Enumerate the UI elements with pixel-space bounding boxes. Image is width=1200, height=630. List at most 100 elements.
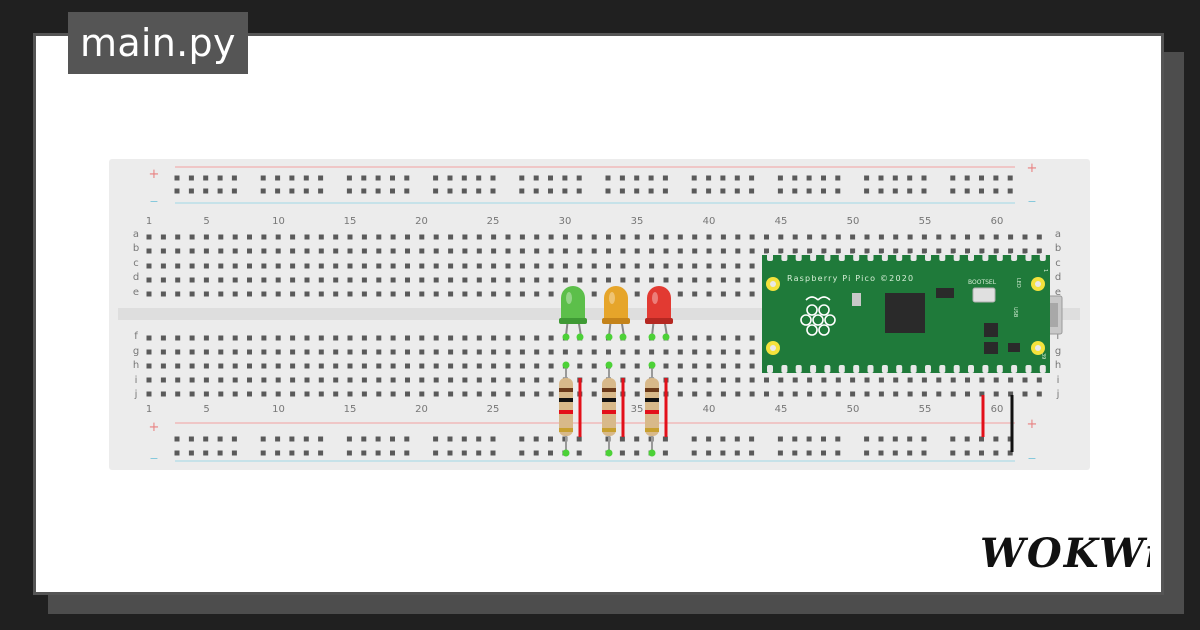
- breadboard-hole[interactable]: [146, 363, 152, 369]
- breadboard-hole[interactable]: [175, 377, 181, 383]
- breadboard-hole[interactable]: [735, 363, 741, 369]
- led-green[interactable]: [559, 286, 587, 341]
- breadboard-hole[interactable]: [979, 391, 985, 397]
- breadboard-hole[interactable]: [361, 188, 367, 194]
- breadboard-hole[interactable]: [433, 391, 439, 397]
- breadboard-hole[interactable]: [318, 391, 324, 397]
- breadboard-hole[interactable]: [218, 363, 224, 369]
- breadboard-hole[interactable]: [490, 450, 496, 456]
- breadboard-hole[interactable]: [203, 335, 209, 341]
- breadboard-hole[interactable]: [261, 263, 267, 269]
- breadboard-hole[interactable]: [231, 450, 237, 456]
- breadboard-hole[interactable]: [218, 349, 224, 355]
- breadboard-hole[interactable]: [950, 175, 956, 181]
- breadboard-hole[interactable]: [390, 291, 396, 297]
- breadboard-hole[interactable]: [203, 291, 209, 297]
- breadboard-hole[interactable]: [347, 234, 353, 240]
- breadboard-hole[interactable]: [577, 363, 583, 369]
- breadboard-hole[interactable]: [921, 450, 927, 456]
- breadboard-hole[interactable]: [146, 248, 152, 254]
- breadboard-hole[interactable]: [448, 291, 454, 297]
- breadboard-hole[interactable]: [217, 175, 223, 181]
- breadboard-hole[interactable]: [677, 291, 683, 297]
- breadboard-hole[interactable]: [634, 291, 640, 297]
- breadboard-hole[interactable]: [490, 175, 496, 181]
- breadboard-hole[interactable]: [476, 335, 482, 341]
- breadboard-hole[interactable]: [333, 391, 339, 397]
- breadboard-hole[interactable]: [260, 188, 266, 194]
- breadboard-hole[interactable]: [1022, 377, 1028, 383]
- breadboard-hole[interactable]: [419, 377, 425, 383]
- breadboard-hole[interactable]: [534, 277, 540, 283]
- breadboard-hole[interactable]: [346, 450, 352, 456]
- breadboard-hole[interactable]: [304, 377, 310, 383]
- breadboard-hole[interactable]: [519, 175, 525, 181]
- breadboard-hole[interactable]: [146, 391, 152, 397]
- breadboard-hole[interactable]: [964, 450, 970, 456]
- breadboard-hole[interactable]: [1007, 450, 1013, 456]
- breadboard-hole[interactable]: [290, 363, 296, 369]
- breadboard-hole[interactable]: [433, 377, 439, 383]
- breadboard-hole[interactable]: [462, 349, 468, 355]
- breadboard-hole[interactable]: [965, 248, 970, 254]
- breadboard-hole[interactable]: [605, 175, 611, 181]
- breadboard-hole[interactable]: [333, 263, 339, 269]
- resistor[interactable]: [602, 361, 616, 457]
- breadboard-hole[interactable]: [175, 291, 181, 297]
- breadboard-hole[interactable]: [634, 277, 640, 283]
- breadboard-hole[interactable]: [290, 291, 296, 297]
- breadboard-hole[interactable]: [361, 436, 367, 442]
- breadboard-hole[interactable]: [1022, 248, 1028, 254]
- breadboard-hole[interactable]: [749, 263, 755, 269]
- breadboard-hole[interactable]: [461, 436, 467, 442]
- breadboard-hole[interactable]: [361, 391, 367, 397]
- breadboard-hole[interactable]: [247, 391, 252, 397]
- breadboard-hole[interactable]: [203, 234, 209, 240]
- breadboard-hole[interactable]: [505, 248, 511, 254]
- breadboard-hole[interactable]: [375, 450, 381, 456]
- breadboard-hole[interactable]: [577, 277, 583, 283]
- breadboard-hole[interactable]: [260, 175, 266, 181]
- breadboard-hole[interactable]: [864, 248, 870, 254]
- breadboard-hole[interactable]: [893, 248, 899, 254]
- breadboard-hole[interactable]: [304, 335, 310, 341]
- breadboard-hole[interactable]: [146, 234, 152, 240]
- breadboard-hole[interactable]: [548, 450, 553, 456]
- breadboard-hole[interactable]: [649, 263, 655, 269]
- breadboard-hole[interactable]: [203, 377, 209, 383]
- breadboard-hole[interactable]: [419, 363, 425, 369]
- breadboard-hole[interactable]: [476, 450, 482, 456]
- breadboard-hole[interactable]: [548, 335, 554, 341]
- breadboard-hole[interactable]: [275, 363, 281, 369]
- pico-pin[interactable]: [996, 253, 1003, 261]
- pico-pin[interactable]: [810, 253, 817, 261]
- breadboard-hole[interactable]: [505, 377, 511, 383]
- breadboard-hole[interactable]: [591, 363, 597, 369]
- breadboard-hole[interactable]: [231, 436, 237, 442]
- breadboard-hole[interactable]: [965, 391, 970, 397]
- pico-pin[interactable]: [982, 365, 989, 373]
- breadboard-hole[interactable]: [677, 234, 683, 240]
- breadboard-hole[interactable]: [921, 377, 927, 383]
- breadboard-hole[interactable]: [175, 234, 181, 240]
- breadboard-hole[interactable]: [677, 349, 683, 355]
- breadboard-hole[interactable]: [304, 263, 310, 269]
- breadboard-hole[interactable]: [491, 349, 497, 355]
- breadboard-hole[interactable]: [505, 335, 511, 341]
- breadboard-hole[interactable]: [519, 188, 525, 194]
- breadboard-hole[interactable]: [706, 436, 712, 442]
- breadboard-hole[interactable]: [706, 263, 712, 269]
- breadboard-hole[interactable]: [318, 248, 324, 254]
- breadboard-hole[interactable]: [247, 377, 252, 383]
- breadboard-hole[interactable]: [405, 391, 410, 397]
- breadboard-hole[interactable]: [218, 377, 224, 383]
- breadboard-hole[interactable]: [490, 436, 496, 442]
- breadboard-hole[interactable]: [634, 248, 640, 254]
- breadboard-hole[interactable]: [333, 349, 339, 355]
- breadboard-hole[interactable]: [634, 436, 640, 442]
- breadboard-hole[interactable]: [979, 377, 985, 383]
- breadboard-hole[interactable]: [376, 234, 382, 240]
- breadboard-hole[interactable]: [476, 248, 482, 254]
- breadboard-hole[interactable]: [448, 391, 454, 397]
- breadboard-hole[interactable]: [160, 277, 166, 283]
